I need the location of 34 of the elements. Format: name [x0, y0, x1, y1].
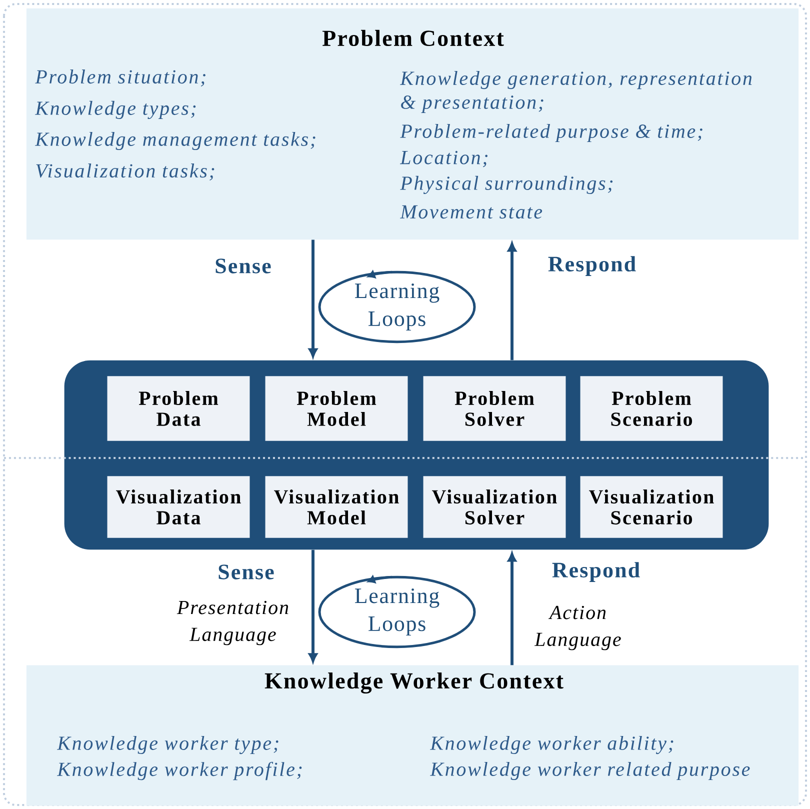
process-box: Problem Model [265, 376, 408, 441]
arrow [508, 552, 516, 666]
context-item: Problem situation; [35, 70, 206, 86]
context-heading: Knowledge Worker Context [264, 672, 564, 694]
context-item: Knowledge management tasks; [34, 132, 316, 150]
context-item: Physical surroundings; [400, 176, 613, 194]
context-heading: Problem Context [322, 30, 504, 46]
edge-label: Sense [214, 258, 272, 274]
context-item: Knowledge generation, representation & presentation; [400, 71, 752, 113]
context-item: Knowledge types; [34, 100, 196, 120]
edge-label: Respond [550, 561, 642, 583]
process-box: Visualization Scenario [580, 476, 723, 538]
context-item: Movement state [400, 205, 542, 219]
context-item: Problem-related purpose & time; [400, 124, 702, 142]
context-item: Knowledge worker related purpose [430, 762, 750, 780]
arrow [308, 550, 318, 662]
process-box: Visualization Model [265, 476, 408, 538]
arrow [508, 242, 516, 360]
edge-label: Sense [216, 564, 276, 580]
process-box: Problem Scenario [580, 376, 723, 441]
language-label: Presentation Language [176, 600, 288, 646]
process-box: Problem Data [107, 376, 250, 441]
arrow [308, 240, 318, 358]
context-band [26, 665, 799, 806]
process-box: Visualization Data [107, 476, 250, 538]
process-box: Visualization Solver [423, 476, 566, 538]
context-item: Knowledge worker ability; [430, 736, 674, 754]
context-band [26, 8, 799, 240]
edge-label: Respond [546, 255, 638, 277]
context-item: Visualization tasks; [36, 164, 214, 180]
context-item: Knowledge worker type; [56, 736, 278, 754]
context-item: Knowledge worker profile; [56, 762, 302, 780]
process-box: Problem Solver [423, 376, 566, 441]
context-item: Location; [400, 150, 488, 168]
